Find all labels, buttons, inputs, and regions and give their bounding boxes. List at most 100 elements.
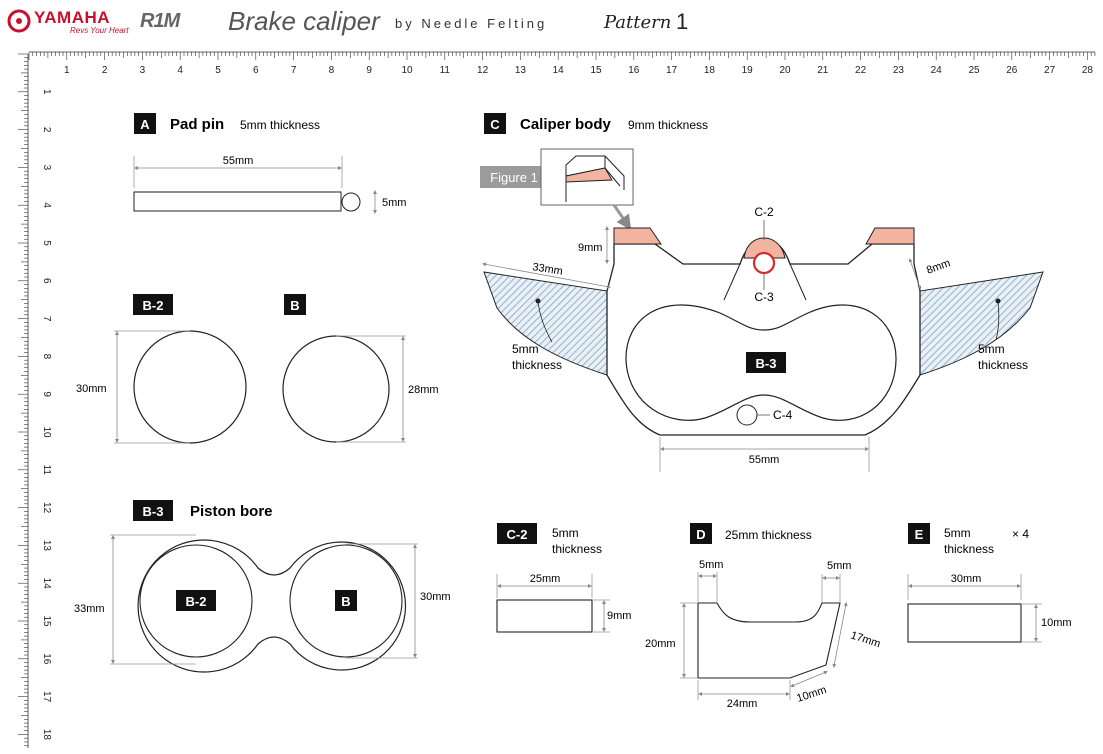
c-bottom-dim: 55mm xyxy=(749,454,780,466)
piston-bore-inner-left xyxy=(139,544,253,658)
left-ruler-number: 1 xyxy=(41,89,52,95)
circle-b xyxy=(282,335,390,443)
page-title: Brake caliper xyxy=(228,6,380,36)
c4-hole xyxy=(736,404,758,426)
label-c2: C-2 xyxy=(754,205,774,219)
c-wing-length-dim: 33mm xyxy=(532,261,564,278)
right-wing-note-1: 5mm xyxy=(978,342,1005,356)
badge-b-label: B xyxy=(290,298,299,313)
c2-note-1: 5mm xyxy=(552,526,579,540)
inner-b-label: B xyxy=(341,594,350,609)
part-a-name: Pad pin xyxy=(170,116,224,133)
c-right-wing-dim: 8mm xyxy=(925,257,952,277)
badge-d xyxy=(690,523,712,544)
right-wing-note-2: thickness xyxy=(978,358,1028,372)
top-ruler-number: 3 xyxy=(140,65,146,76)
b3-height-dim: 33mm xyxy=(74,603,105,615)
part-a-note: 5mm thickness xyxy=(240,118,320,132)
figure1-arrow xyxy=(612,204,632,231)
e-shape xyxy=(907,603,1022,643)
b3-right-dim: 30mm xyxy=(420,591,451,603)
top-ruler-number: 27 xyxy=(1044,65,1056,76)
d-bottom-dim: 24mm xyxy=(727,698,758,710)
d-height-dim: 20mm xyxy=(645,638,676,650)
figure1-label: Figure 1 xyxy=(490,170,538,185)
figure1-tab-face xyxy=(565,167,613,183)
pattern-number: 1 xyxy=(676,9,689,34)
left-ruler-number: 17 xyxy=(41,691,52,703)
byline: by Needle Felting xyxy=(395,16,548,31)
badge-e-label: E xyxy=(915,527,924,542)
left-ruler-number: 11 xyxy=(41,465,52,476)
pad-pin-thickness-dim: 5mm xyxy=(382,197,406,209)
right-tab xyxy=(865,227,915,245)
badge-c-b3 xyxy=(746,352,786,373)
left-ruler-number: 13 xyxy=(41,540,52,552)
top-ruler-number: 11 xyxy=(440,65,451,76)
part-c-name: Caliper body xyxy=(520,116,612,133)
top-ruler-number: 24 xyxy=(931,65,943,76)
top-ruler-number: 25 xyxy=(968,65,980,76)
badge-d-label: D xyxy=(696,527,705,542)
b-diameter-dim: 28mm xyxy=(408,384,439,396)
pad-pin-end-circle xyxy=(341,192,361,212)
top-ruler-number: 9 xyxy=(366,65,372,76)
d-slant-dim: 17mm xyxy=(849,629,882,650)
model-logo: R1M xyxy=(140,10,180,32)
badge-c2 xyxy=(497,523,537,544)
left-ruler-number: 10 xyxy=(41,426,52,438)
left-ruler-number: 18 xyxy=(41,729,52,741)
top-ruler-number: 5 xyxy=(215,65,221,76)
left-ruler-number: 15 xyxy=(41,615,52,627)
c2-width-dim: 25mm xyxy=(530,573,561,585)
badge-b3-label: B-3 xyxy=(143,504,164,519)
top-ruler-number: 23 xyxy=(893,65,905,76)
top-ruler-number: 12 xyxy=(477,65,489,76)
c3-hole xyxy=(752,251,776,275)
e-note-1: 5mm xyxy=(944,526,971,540)
top-ruler-number: 1 xyxy=(64,65,70,76)
left-ruler-number: 6 xyxy=(41,278,52,284)
left-ruler-number: 2 xyxy=(41,127,52,133)
d-right-top-dim: 5mm xyxy=(827,560,851,572)
figure1-tab-top xyxy=(565,155,606,177)
badge-e xyxy=(908,523,930,544)
e-width-dim: 30mm xyxy=(951,573,982,585)
left-ruler-number: 12 xyxy=(41,502,52,514)
badge-b2 xyxy=(133,294,173,315)
left-ruler-number: 14 xyxy=(41,578,52,590)
d-left-top-dim: 5mm xyxy=(699,559,723,571)
top-ruler-number: 28 xyxy=(1082,65,1094,76)
e-height-dim: 10mm xyxy=(1041,617,1072,629)
badge-b xyxy=(284,294,306,315)
d-shape xyxy=(697,602,841,679)
top-ruler-number: 22 xyxy=(855,65,867,76)
pad-pin-length-dim: 55mm xyxy=(223,155,254,167)
c2-height-dim: 9mm xyxy=(607,610,631,622)
top-ruler-number: 16 xyxy=(628,65,640,76)
top-ruler-number: 6 xyxy=(253,65,259,76)
c-b3-label: B-3 xyxy=(756,356,777,371)
label-c3: C-3 xyxy=(754,290,774,304)
top-ruler-number: 13 xyxy=(515,65,527,76)
left-ruler-number: 8 xyxy=(41,354,52,360)
e-note-2: thickness xyxy=(944,542,994,556)
left-ruler-number: 3 xyxy=(41,165,52,171)
d-note: 25mm thickness xyxy=(725,528,812,542)
part-c-note: 9mm thickness xyxy=(628,118,708,132)
top-ruler-number: 2 xyxy=(102,65,108,76)
left-ruler-number: 9 xyxy=(41,391,52,397)
c2-note-2: thickness xyxy=(552,542,602,556)
inner-b2-label: B-2 xyxy=(186,594,207,609)
left-ruler-number: 7 xyxy=(41,316,52,322)
badge-a-label: A xyxy=(140,117,150,132)
badge-a xyxy=(134,113,156,134)
badge-c2-label: C-2 xyxy=(507,527,528,542)
c2-shape xyxy=(496,599,593,633)
piston-bore-inner-right xyxy=(289,544,403,658)
left-wing-note-2: thickness xyxy=(512,358,562,372)
